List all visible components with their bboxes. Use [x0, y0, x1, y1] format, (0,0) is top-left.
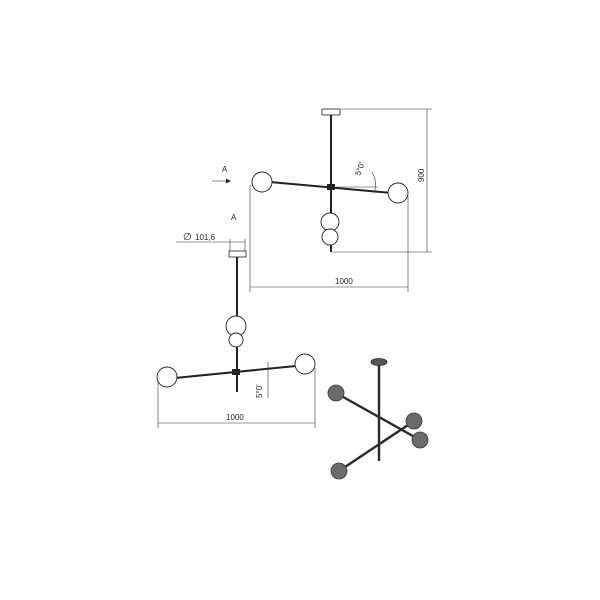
side-view: A ∅ 101,6 5°0' 1000 [156, 213, 316, 428]
top-globe-center [320, 212, 340, 232]
diameter-symbol: ∅ [183, 232, 192, 243]
perspective-globe-upper-left [327, 384, 345, 402]
top-globe-right [387, 182, 409, 204]
view-arrow-label: A [222, 165, 228, 174]
perspective-arm-b [338, 420, 415, 472]
top-angle-label: 5°0' [353, 160, 366, 176]
top-view: 5°0' 900 1000 A [212, 108, 432, 292]
view-title-label: A [231, 213, 237, 222]
side-angle-label: 5°0' [255, 384, 264, 398]
top-angle-arc [371, 171, 376, 194]
perspective-view [327, 358, 429, 480]
top-joint [327, 184, 335, 190]
perspective-canopy [370, 358, 388, 366]
side-width-label: 1000 [226, 413, 244, 422]
side-canopy [228, 250, 247, 258]
side-globe-left [156, 366, 178, 388]
perspective-globe-lower-right [411, 431, 429, 449]
top-globe-left [251, 171, 273, 193]
perspective-arm-a [335, 391, 421, 442]
top-width-label: 1000 [335, 277, 353, 286]
view-direction-arrow-icon [212, 178, 231, 184]
diameter-label: 101,6 [195, 233, 216, 242]
side-globe-right [294, 353, 316, 375]
top-height-label: 900 [417, 168, 426, 182]
perspective-globe-lower-left [330, 462, 348, 480]
side-globe-lower [228, 332, 244, 348]
top-canopy [321, 108, 341, 116]
top-globe-back [321, 228, 339, 246]
perspective-globe-upper-right [405, 412, 423, 430]
side-joint [232, 369, 240, 375]
